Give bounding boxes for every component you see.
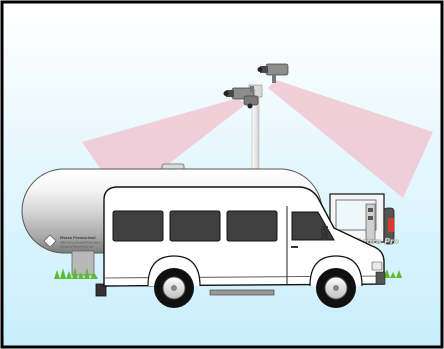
- tank-label-title: Massa Pressurized: [60, 236, 96, 240]
- van-window: [170, 211, 220, 241]
- van-front-bumper: [376, 272, 385, 284]
- van-side-mirror: [321, 226, 328, 240]
- tank-label-line2: Gauging Manufacturing: [60, 245, 93, 249]
- van-window: [113, 211, 163, 241]
- van-window: [227, 211, 277, 241]
- van-wheel-front: [316, 268, 356, 308]
- van-side-step: [210, 290, 274, 295]
- van-headlight: [372, 262, 382, 270]
- van-door-handle: [291, 246, 298, 248]
- van-wheel-rear: [154, 268, 194, 308]
